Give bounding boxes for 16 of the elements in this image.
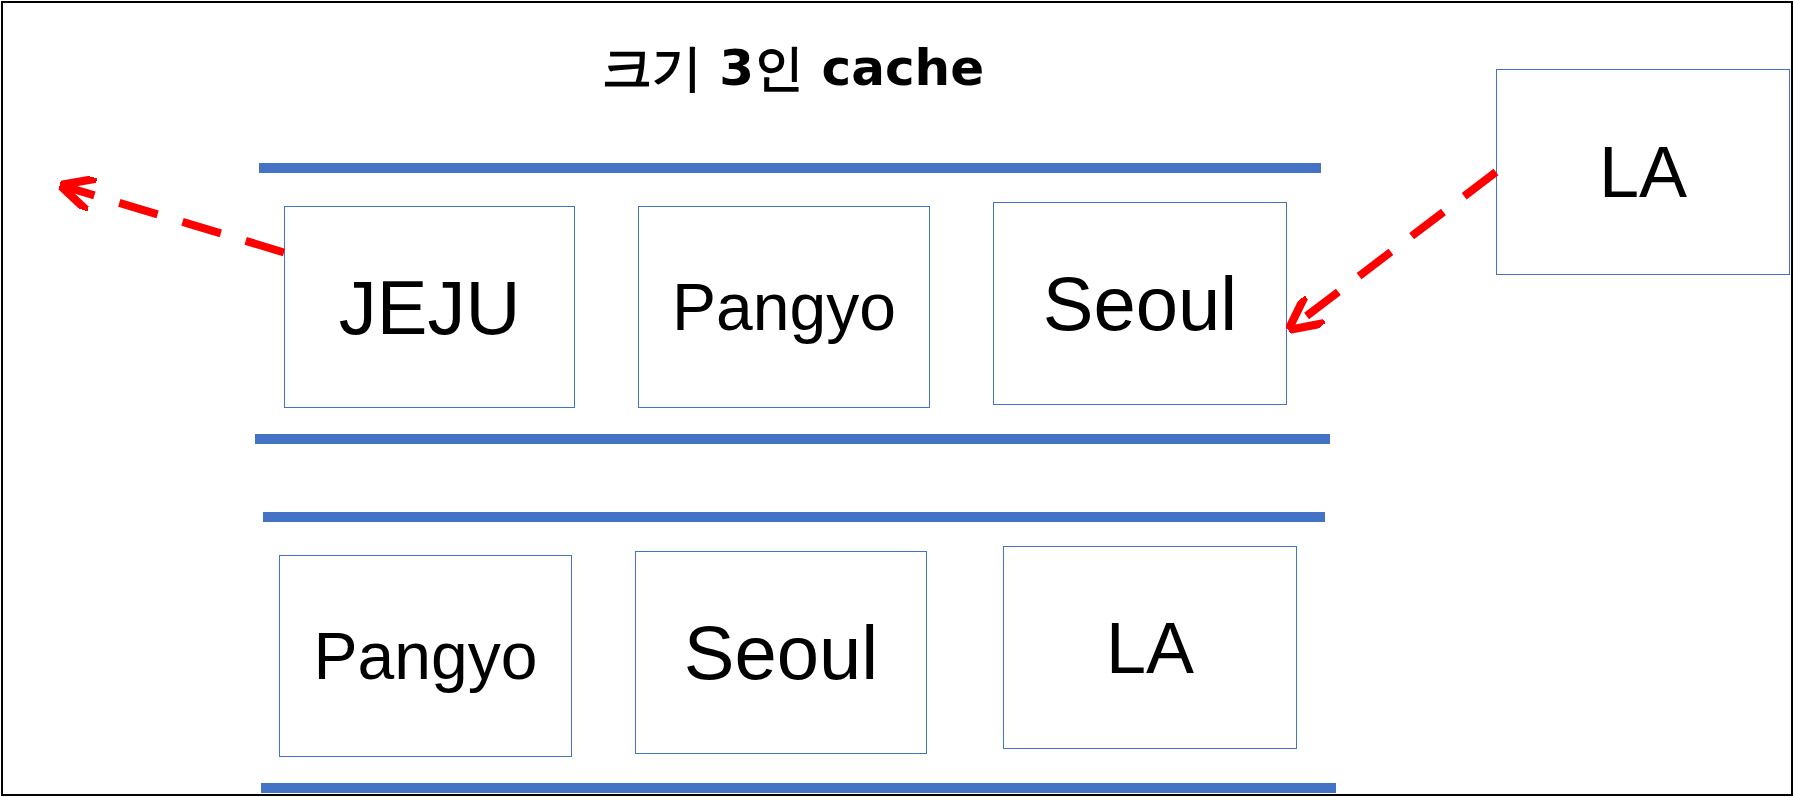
cache-entry-box [1496, 69, 1790, 275]
cache-entry-box [284, 206, 575, 408]
arrow [1284, 168, 1499, 334]
cache-entry-box [635, 551, 927, 754]
node-label: Seoul [683, 609, 879, 696]
node-label: Pangyo [672, 269, 896, 345]
node-label: Seoul [1042, 260, 1238, 347]
node-label: Pangyo [313, 618, 538, 694]
node-label: LA [1598, 131, 1688, 213]
cache-entry-box [279, 555, 572, 757]
diagram-title: 크기 3인 cache [600, 38, 986, 99]
cache-entry-box [638, 206, 930, 408]
cache-entry-box [1003, 546, 1297, 749]
cache-entry-box [993, 202, 1287, 405]
node-label: LA [1105, 606, 1195, 689]
node-label: JEJU [338, 263, 521, 351]
